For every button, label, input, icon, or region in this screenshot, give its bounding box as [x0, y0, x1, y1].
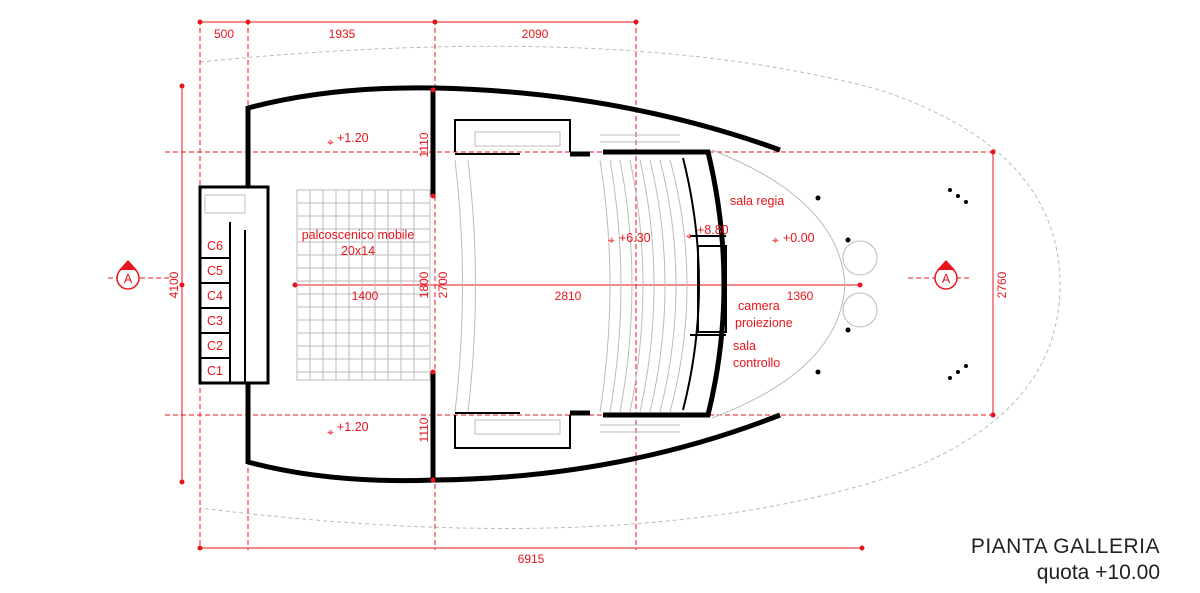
dim-1800: 1800 [417, 271, 431, 298]
elevation-upper: +1.20 [337, 131, 369, 145]
inner-arc [682, 157, 700, 411]
upper-box-wall [454, 119, 571, 152]
dim-top-0: 500 [214, 27, 234, 41]
dim-bottom: 6915 [518, 552, 545, 566]
sala-regia-label: sala regia [730, 194, 784, 208]
cabin-c2: C2 [207, 339, 223, 353]
projection-room [697, 245, 727, 333]
cabin-c4: C4 [207, 289, 223, 303]
svg-text:⌖: ⌖ [327, 135, 334, 149]
dim-top-2: 2090 [522, 27, 549, 41]
control-room-wall [603, 149, 727, 418]
camera-label-line2: proiezione [735, 316, 793, 330]
controllo-label-line1: sala [733, 339, 756, 353]
dim-2700: 2700 [436, 271, 450, 298]
dim-1400: 1400 [352, 289, 379, 303]
drawing-level: quota +10.00 [1036, 561, 1160, 584]
stage-label-line1: palcoscenico mobile [302, 228, 415, 242]
cabin-c3: C3 [207, 314, 223, 328]
svg-text:⌖: ⌖ [772, 233, 779, 247]
section-marker-left: A [108, 260, 170, 290]
section-label-left: A [124, 272, 133, 286]
elevation-mark-2: ⌖ +1.20 [327, 420, 369, 439]
cabin-c1: C1 [207, 364, 223, 378]
dim-1110-upper: 1110 [417, 132, 431, 157]
survey-points [179, 87, 863, 483]
svg-text:⌖: ⌖ [327, 425, 334, 439]
balcony-arc [711, 149, 846, 419]
svg-text:⌖: ⌖ [686, 229, 693, 243]
south-wall [247, 412, 781, 484]
elevation-balcony: +0.00 [783, 231, 815, 245]
dim-left: 4100 [167, 271, 181, 298]
north-wall [247, 85, 781, 153]
dim-1360: 1360 [787, 289, 814, 303]
elevation-mark-3: ⌖ +6.30 [608, 231, 651, 247]
camera-label-line1: camera [738, 299, 780, 313]
stage-label-line2: 20x14 [341, 244, 375, 258]
elevation-mark-5: ⌖ +0.00 [772, 231, 815, 247]
cabin-c5: C5 [207, 264, 223, 278]
stage-grid [296, 189, 431, 381]
dim-right: 2760 [995, 271, 1009, 298]
section-label-right: A [942, 272, 951, 286]
cabin-c6: C6 [207, 239, 223, 253]
upper-box-seats [474, 131, 680, 435]
elevation-lower: +1.20 [337, 420, 369, 434]
svg-text:⌖: ⌖ [608, 233, 615, 247]
drawing-title: PIANTA GALLERIA [970, 535, 1160, 558]
outer-outline [199, 45, 1061, 529]
elevation-control: +8.80 [697, 223, 729, 237]
seating-rows [454, 159, 688, 413]
elevation-auditorium: +6.30 [619, 231, 651, 245]
cabin-dividers [200, 194, 246, 383]
title-block: PIANTA GALLERIA quota +10.00 [971, 534, 1160, 586]
dim-top-1: 1935 [329, 27, 356, 41]
cabins-block [198, 185, 270, 385]
dim-2810: 2810 [555, 289, 582, 303]
dim-1110-lower: 1110 [417, 417, 431, 442]
section-marker-right: A [908, 260, 970, 290]
controllo-label-line2: controllo [733, 356, 780, 370]
elevation-mark-1: ⌖ +1.20 [327, 131, 369, 149]
elevation-mark-4: ⌖ +8.80 [686, 223, 729, 243]
lower-box-wall [454, 415, 571, 449]
